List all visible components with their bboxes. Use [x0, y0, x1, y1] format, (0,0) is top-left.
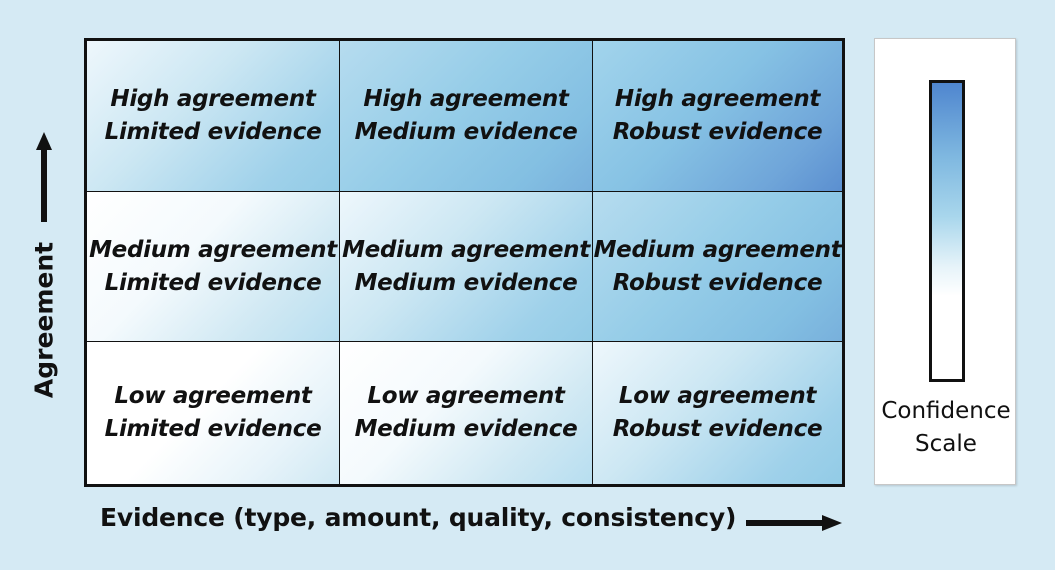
cell-evidence-text: Limited evidence — [104, 269, 322, 296]
cell-low-robust: Low agreement Robust evidence — [593, 342, 842, 484]
scale-label-line1: Confidence — [881, 398, 1011, 424]
cell-evidence-text: Medium evidence — [354, 269, 578, 296]
cell-evidence-text: Limited evidence — [104, 416, 322, 442]
scale-label-line2: Scale — [915, 431, 977, 457]
cell-agreement-text: Medium agreement — [342, 236, 590, 263]
cell-evidence-text: Robust evidence — [612, 416, 823, 442]
cell-agreement-text: Low agreement — [114, 383, 312, 409]
confidence-scale-legend: Confidence Scale — [874, 38, 1016, 485]
cell-agreement-text: High agreement — [363, 86, 569, 112]
cell-evidence-text: Medium evidence — [354, 119, 578, 145]
cell-agreement-text: Low agreement — [618, 383, 817, 409]
confidence-scale-label: Confidence Scale — [875, 395, 1017, 461]
x-axis-label: Evidence (type, amount, quality, consist… — [100, 503, 737, 532]
y-axis-label: Agreement — [29, 241, 59, 399]
cell-medium-robust: Medium agreement Robust evidence — [593, 192, 842, 342]
cell-high-medium: High agreement Medium evidence — [340, 41, 593, 192]
cell-agreement-text: Medium agreement — [89, 236, 337, 263]
cell-medium-medium: Medium agreement Medium evidence — [340, 192, 593, 342]
cell-evidence-text: Medium evidence — [354, 416, 578, 442]
cell-agreement-text: Low agreement — [367, 383, 565, 409]
agreement-evidence-matrix: High agreement Limited evidence High agr… — [84, 38, 845, 487]
cell-agreement-text: Medium agreement — [593, 236, 842, 263]
cell-evidence-text: Robust evidence — [612, 269, 823, 296]
cell-low-limited: Low agreement Limited evidence — [87, 342, 340, 484]
cell-low-medium: Low agreement Medium evidence — [340, 342, 593, 484]
cell-medium-limited: Medium agreement Limited evidence — [87, 192, 340, 342]
confidence-scale-bar — [929, 80, 965, 382]
cell-high-robust: High agreement Robust evidence — [593, 41, 842, 192]
y-axis-arrow-icon — [36, 132, 52, 222]
cell-agreement-text: High agreement — [614, 86, 821, 112]
cell-evidence-text: Robust evidence — [612, 119, 823, 145]
x-axis-arrow-icon — [746, 515, 842, 531]
cell-high-limited: High agreement Limited evidence — [87, 41, 340, 192]
cell-evidence-text: Limited evidence — [104, 119, 322, 145]
cell-agreement-text: High agreement — [110, 86, 316, 112]
